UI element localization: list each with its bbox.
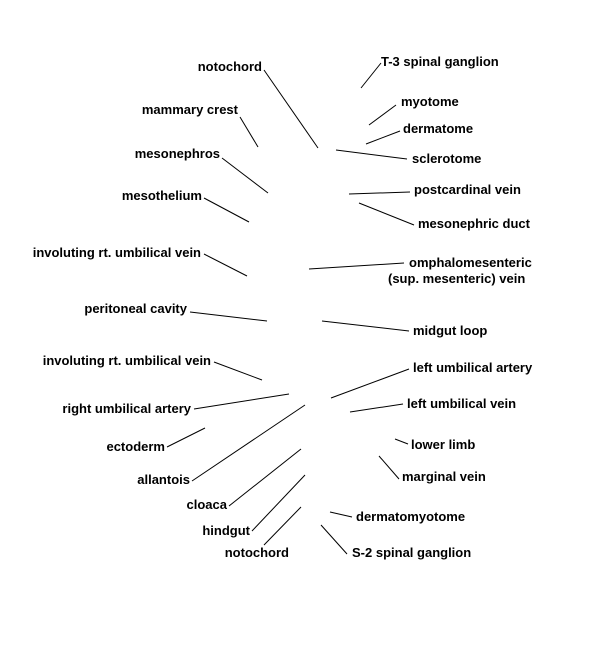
label-s2-spinal-ganglion: S-2 spinal ganglion bbox=[352, 545, 471, 560]
leader-lower-limb bbox=[394, 438, 409, 445]
label-dermatomyotome: dermatomyotome bbox=[356, 509, 465, 524]
label-involuting-rt-umbilical-vein-1: involuting rt. umbilical vein bbox=[33, 245, 201, 260]
label-omphalomesenteric-line2: (sup. mesenteric) vein bbox=[388, 271, 525, 286]
label-left-umbilical-artery: left umbilical artery bbox=[413, 360, 533, 375]
label-t3-spinal-ganglion: T-3 spinal ganglion bbox=[381, 54, 499, 69]
leader-dermatomyotome bbox=[329, 511, 353, 518]
leader-involuting-rt-umbilical-vein-1 bbox=[203, 253, 248, 277]
label-notochord-top: notochord bbox=[198, 59, 262, 74]
leader-t3-spinal-ganglion bbox=[360, 62, 382, 89]
label-omphalomesenteric-line1: omphalomesenteric bbox=[409, 255, 532, 270]
leader-midgut-loop bbox=[321, 320, 410, 332]
leader-omphalomesenteric bbox=[308, 262, 405, 270]
label-left-umbilical-vein: left umbilical vein bbox=[407, 396, 516, 411]
leader-involuting-rt-umbilical-vein-2 bbox=[213, 361, 263, 381]
leader-left-umbilical-artery bbox=[330, 368, 410, 399]
label-involuting-rt-umbilical-vein-2: involuting rt. umbilical vein bbox=[43, 353, 211, 368]
label-ectoderm: ectoderm bbox=[106, 439, 165, 454]
label-midgut-loop: midgut loop bbox=[413, 323, 487, 338]
leader-allantois bbox=[191, 404, 306, 482]
leader-mesonephric-duct bbox=[358, 202, 415, 226]
label-dermatome: dermatome bbox=[403, 121, 473, 136]
label-sclerotome: sclerotome bbox=[412, 151, 481, 166]
leader-sclerotome bbox=[335, 149, 408, 160]
leader-marginal-vein bbox=[378, 455, 400, 480]
leader-s2-spinal-ganglion bbox=[320, 524, 348, 555]
leader-left-umbilical-vein bbox=[349, 403, 404, 413]
label-hindgut: hindgut bbox=[202, 523, 250, 538]
label-right-umbilical-artery: right umbilical artery bbox=[62, 401, 191, 416]
leader-cloaca bbox=[228, 448, 302, 507]
label-lower-limb: lower limb bbox=[411, 437, 475, 452]
label-myotome: myotome bbox=[401, 94, 459, 109]
leader-mesothelium bbox=[203, 197, 250, 223]
label-mesonephric-duct: mesonephric duct bbox=[418, 216, 531, 231]
leader-dermatome bbox=[365, 130, 401, 145]
label-peritoneal-cavity: peritoneal cavity bbox=[84, 301, 187, 316]
label-mesothelium: mesothelium bbox=[122, 188, 202, 203]
leader-mesonephros bbox=[221, 157, 269, 194]
label-mammary-crest: mammary crest bbox=[142, 102, 239, 117]
leader-notochord-top bbox=[263, 69, 319, 149]
label-cloaca: cloaca bbox=[187, 497, 228, 512]
label-allantois: allantois bbox=[137, 472, 190, 487]
label-mesonephros: mesonephros bbox=[135, 146, 220, 161]
leader-myotome bbox=[368, 104, 397, 126]
label-postcardinal-vein: postcardinal vein bbox=[414, 182, 521, 197]
leader-right-umbilical-artery bbox=[193, 393, 290, 410]
leader-postcardinal-vein bbox=[348, 191, 411, 195]
label-notochord-bottom: notochord bbox=[225, 545, 289, 560]
label-marginal-vein: marginal vein bbox=[402, 469, 486, 484]
leader-mammary-crest bbox=[239, 116, 259, 148]
leader-notochord-bottom bbox=[263, 506, 302, 546]
leader-ectoderm bbox=[166, 427, 206, 448]
leader-hindgut bbox=[251, 474, 306, 532]
leader-peritoneal-cavity bbox=[189, 311, 268, 322]
